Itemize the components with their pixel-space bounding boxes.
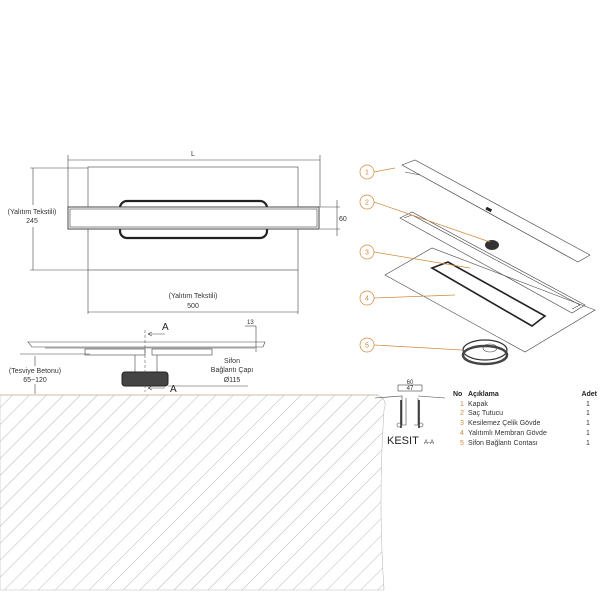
exploded-view: 1 2 3 4 5 — [359, 159, 596, 366]
screed-label-line1: (Tesviye Betonu) — [9, 368, 61, 375]
callout-2: 2 — [359, 194, 375, 210]
callout-3: 3 — [359, 244, 375, 260]
siphon-label-line3: Ø115 — [224, 377, 241, 384]
width-label-line1: (Yalıtım Tekstili) — [8, 209, 57, 216]
row-description: Kapak — [468, 401, 488, 408]
row-no: 5 — [460, 440, 464, 447]
svg-text:2: 2 — [365, 200, 369, 207]
siphon-label-line1: Sifon — [224, 358, 240, 365]
row-description: Kesilemez Çelik Gövde — [468, 420, 540, 427]
svg-text:3: 3 — [365, 250, 369, 257]
section-title: KESIT — [387, 435, 419, 447]
header-qty: Adet — [581, 391, 597, 398]
row-qty: 1 — [586, 410, 590, 417]
channel-width-label: 60 — [339, 216, 347, 223]
top-view: L · (Yalıtım Tekstili) 245 60 (Yalıtım T… — [4, 151, 347, 314]
section-subtitle: A-A — [424, 440, 434, 446]
callout-4: 4 — [359, 290, 375, 306]
width-label-line2: 245 — [26, 218, 38, 225]
bottom-label-line1: (Yalıtım Tekstili) — [169, 293, 218, 300]
table-row: 2 Saç Tutucu 1 — [460, 410, 590, 417]
screed-label-line2: 65~120 — [23, 377, 47, 384]
table-row: 4 Yalıtımlı Membran Gövde 1 — [460, 430, 590, 437]
siphon-gasket — [121, 371, 169, 387]
membrane-body-part — [430, 261, 547, 327]
concrete-floor-hatch — [0, 394, 386, 591]
header-no: No — [453, 391, 462, 398]
svg-text:1: 1 — [365, 170, 369, 177]
svg-text:4: 4 — [365, 296, 369, 303]
table-row: 3 Kesilemez Çelik Gövde 1 — [460, 420, 590, 427]
edge-dim-label: 13 — [247, 320, 254, 326]
side-view: A A 13 (Tesviye Betonu) 65~120 Sifon Bağ… — [3, 320, 266, 395]
row-description: Sifon Bağlantı Contası — [468, 440, 538, 447]
row-qty: 1 — [586, 420, 590, 427]
row-description: Yalıtımlı Membran Gövde — [468, 430, 547, 437]
row-no: 2 — [460, 410, 464, 417]
brand-mark: · — [192, 217, 193, 221]
siphon-label-line2: Bağlantı Çapı — [211, 367, 253, 374]
table-row: 1 Kapak 1 — [460, 401, 590, 408]
length-label: L — [191, 151, 195, 158]
channel-cover — [67, 206, 320, 230]
callout-1: 1 — [359, 164, 375, 180]
cover-part — [401, 159, 591, 263]
row-no: 3 — [460, 420, 464, 427]
section-outer-width: 60 — [407, 380, 414, 386]
steel-body-part — [399, 211, 586, 314]
hair-catcher-part — [485, 240, 499, 250]
header-description: Açıklama — [468, 391, 499, 398]
table-row: 5 Sifon Bağlantı Contası 1 — [460, 440, 590, 447]
bottom-label-line2: 500 — [187, 303, 199, 310]
row-qty: 1 — [586, 401, 590, 408]
row-no: 1 — [460, 401, 464, 408]
section-inner-width: 47 — [407, 386, 414, 392]
membrane-sheet — [384, 247, 596, 353]
section-a-a: 60 47 KESIT A-A — [374, 380, 446, 447]
row-description: Saç Tutucu — [468, 410, 503, 417]
row-qty: 1 — [586, 440, 590, 447]
row-qty: 1 — [586, 430, 590, 437]
svg-text:5: 5 — [365, 343, 369, 350]
section-mark-top: A — [162, 322, 169, 333]
row-no: 4 — [460, 430, 464, 437]
section-mark-bottom: A — [170, 384, 177, 395]
callout-5: 5 — [359, 337, 375, 353]
siphon-gasket-part — [462, 339, 508, 361]
